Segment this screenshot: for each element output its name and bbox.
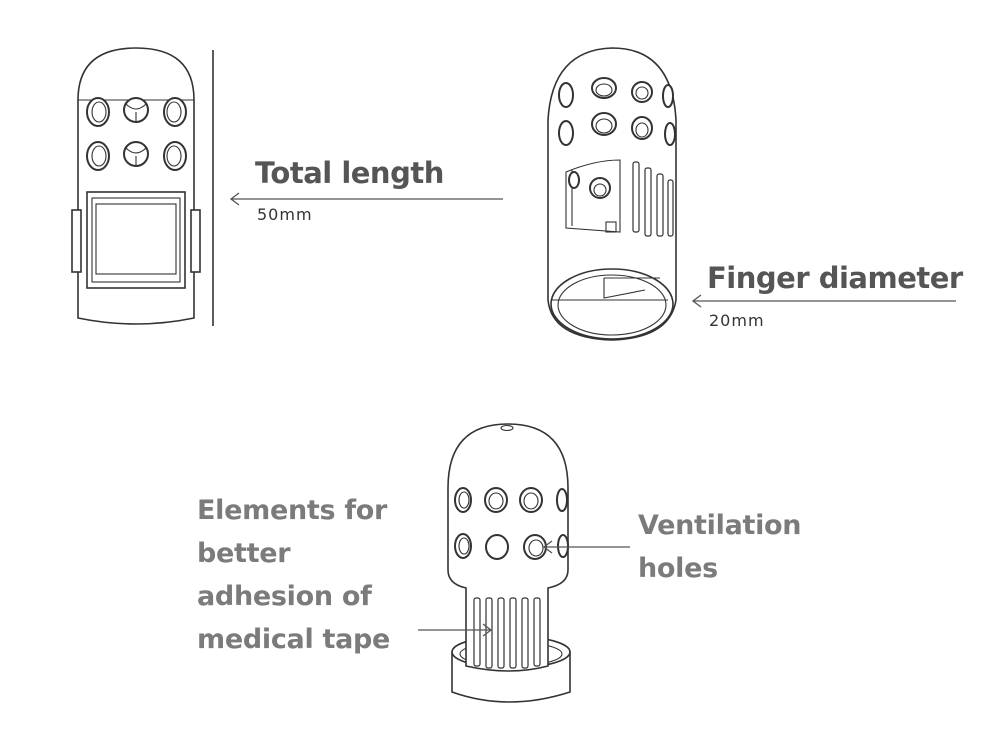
bottom-hole xyxy=(454,487,472,513)
front-hole xyxy=(163,97,187,127)
ventilation-label-line: holes xyxy=(638,553,718,584)
adhesion-arrow xyxy=(418,623,493,637)
ventilation-holes-label: Ventilation holes xyxy=(638,504,802,590)
total-length-label: Total length xyxy=(255,156,444,190)
bottom-hole xyxy=(556,488,568,512)
perspective-hole xyxy=(591,77,617,99)
ventilation-label-line: Ventilation xyxy=(638,510,802,541)
front-view-splint xyxy=(71,47,201,325)
total-length-arrow xyxy=(229,192,503,206)
front-hole xyxy=(163,141,187,171)
bottom-hole xyxy=(523,534,547,560)
finger-diameter-value: 20mm xyxy=(709,311,765,330)
adhesion-elements-label: Elements for better adhesion of medical … xyxy=(197,489,390,661)
total-length-value: 50mm xyxy=(257,205,313,224)
perspective-hole xyxy=(558,120,574,146)
perspective-hole xyxy=(568,171,580,189)
bottom-hole xyxy=(484,487,508,513)
adhesion-label-line: adhesion of xyxy=(197,581,372,612)
perspective-hole xyxy=(558,82,574,108)
perspective-hole xyxy=(589,177,611,199)
bottom-hole xyxy=(519,487,543,513)
ventilation-arrow xyxy=(542,540,630,554)
front-hole xyxy=(86,141,110,171)
finger-diameter-label: Finger diameter xyxy=(707,261,963,295)
bottom-hole xyxy=(454,533,472,559)
front-hole xyxy=(123,141,149,167)
perspective-hole xyxy=(664,122,676,146)
perspective-view-splint xyxy=(547,47,677,341)
front-hole xyxy=(86,97,110,127)
perspective-hole xyxy=(631,81,653,103)
bottom-hole xyxy=(485,534,509,560)
perspective-hole xyxy=(631,116,653,140)
bottom-view-splint xyxy=(447,423,571,703)
adhesion-label-line: medical tape xyxy=(197,624,391,655)
bottom-hole xyxy=(557,534,569,558)
perspective-hole xyxy=(591,112,617,136)
adhesion-label-line: better xyxy=(197,538,291,569)
perspective-hole xyxy=(662,84,674,108)
adhesion-label-line: Elements for xyxy=(197,495,388,526)
finger-diameter-arrow xyxy=(691,294,956,308)
front-hole xyxy=(123,97,149,123)
